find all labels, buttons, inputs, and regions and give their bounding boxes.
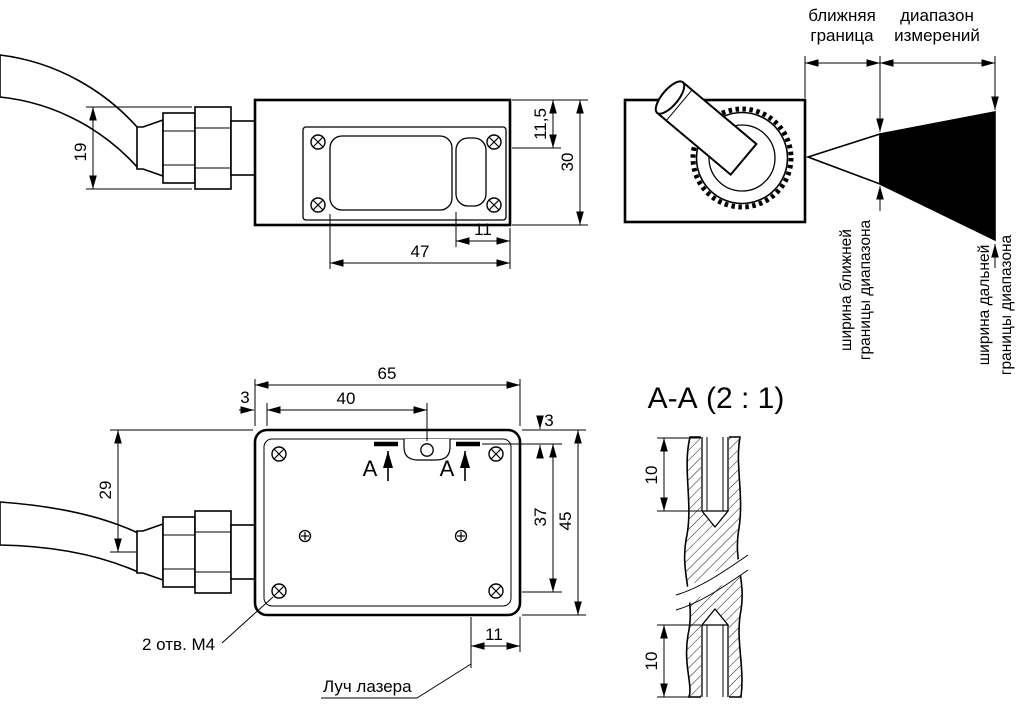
cable-gland	[136, 510, 256, 594]
far-width-label-line2: границы диапазона	[998, 234, 1015, 375]
cable	[0, 54, 139, 171]
section-title: А-А (2 : 1)	[648, 382, 785, 415]
screw-icon	[488, 583, 504, 599]
dim-11-label: 11	[474, 220, 492, 239]
beam-near-zone	[805, 132, 881, 186]
screw-icon	[488, 446, 504, 462]
range-label-line2: измерений	[894, 26, 980, 45]
top-notes: 2 отв. М4 Луч лазера	[142, 596, 472, 699]
break-line	[675, 569, 749, 611]
front-view: ближняя граница диапазон измерений ширин…	[623, 6, 1015, 375]
dim-65-label: 65	[378, 364, 397, 383]
notch-hole	[420, 443, 434, 457]
dim-30-label: 30	[558, 153, 577, 172]
threaded-hole-top	[700, 436, 730, 529]
mount-notch	[403, 439, 451, 461]
dim-3-left-label: 3	[240, 388, 249, 407]
holes-note: 2 отв. М4	[142, 635, 215, 654]
screw-icon	[310, 197, 326, 213]
side-view: 19 11,5 30 11 47	[0, 54, 588, 269]
break-gap	[674, 553, 750, 611]
side-dimensions: 19 11,5 30 11 47	[71, 99, 588, 269]
display-window	[329, 135, 453, 211]
screw-icon	[271, 446, 287, 462]
dim-11-offset-label: 11	[485, 625, 503, 644]
range-dimensions: ближняя граница диапазон измерений ширин…	[804, 6, 1015, 375]
dim-45-label: 45	[556, 512, 575, 531]
screw-icon	[486, 197, 502, 213]
screw-icon	[310, 134, 326, 150]
dim-10-top-label: 10	[642, 466, 661, 485]
screw-icon	[486, 134, 502, 150]
holes-note-leader	[221, 596, 274, 644]
lens-barrel	[654, 80, 758, 177]
screw-icon	[271, 583, 287, 599]
dim-11-5-label: 11,5	[531, 108, 550, 140]
front-panel	[302, 126, 507, 221]
dim-19-label: 19	[71, 143, 90, 162]
sensor-body-top	[253, 428, 522, 617]
section-dimensions: 10 10	[642, 437, 701, 698]
dim-40-label: 40	[337, 389, 356, 408]
break-line	[675, 554, 749, 596]
section-letter-left: А	[363, 456, 378, 481]
indicator-window	[455, 137, 487, 207]
knurled-ring	[690, 106, 794, 210]
dim-29-label: 29	[96, 481, 115, 500]
near-width-label-line2: границы диапазона	[857, 219, 874, 360]
cover-inner-outline	[263, 438, 512, 607]
mount-hole-icon	[298, 529, 312, 543]
dim-3-right-label: 3	[544, 411, 553, 430]
near-boundary-label-line2: граница	[810, 26, 874, 45]
cable-gland	[136, 106, 256, 190]
near-boundary-label-line1: ближняя	[808, 6, 876, 25]
dim-10-bottom-label: 10	[642, 652, 661, 671]
dim-37-label: 37	[531, 508, 550, 527]
beam-measuring-range	[879, 111, 996, 242]
range-label-line1: диапазон	[900, 6, 974, 25]
sensor-body-side	[253, 98, 512, 227]
mount-hole-icon	[454, 529, 468, 543]
top-dimensions: 65 3 40 3 29 37 45 11	[96, 364, 586, 668]
far-width-label-line1: ширина дальней	[976, 245, 993, 365]
section-letter-right: А	[440, 456, 455, 481]
laser-note: Луч лазера	[323, 677, 412, 696]
near-width-label-line1: ширина ближней	[838, 229, 855, 351]
laser-note-leader	[416, 663, 472, 699]
top-view: А А 65 3 40 3 29	[0, 364, 586, 699]
section-view: А-А (2 : 1) 10	[642, 382, 784, 698]
threaded-hole-bottom	[700, 607, 730, 698]
lens-inner-ring	[708, 124, 776, 192]
cable	[0, 501, 139, 574]
dim-47-label: 47	[411, 242, 430, 261]
